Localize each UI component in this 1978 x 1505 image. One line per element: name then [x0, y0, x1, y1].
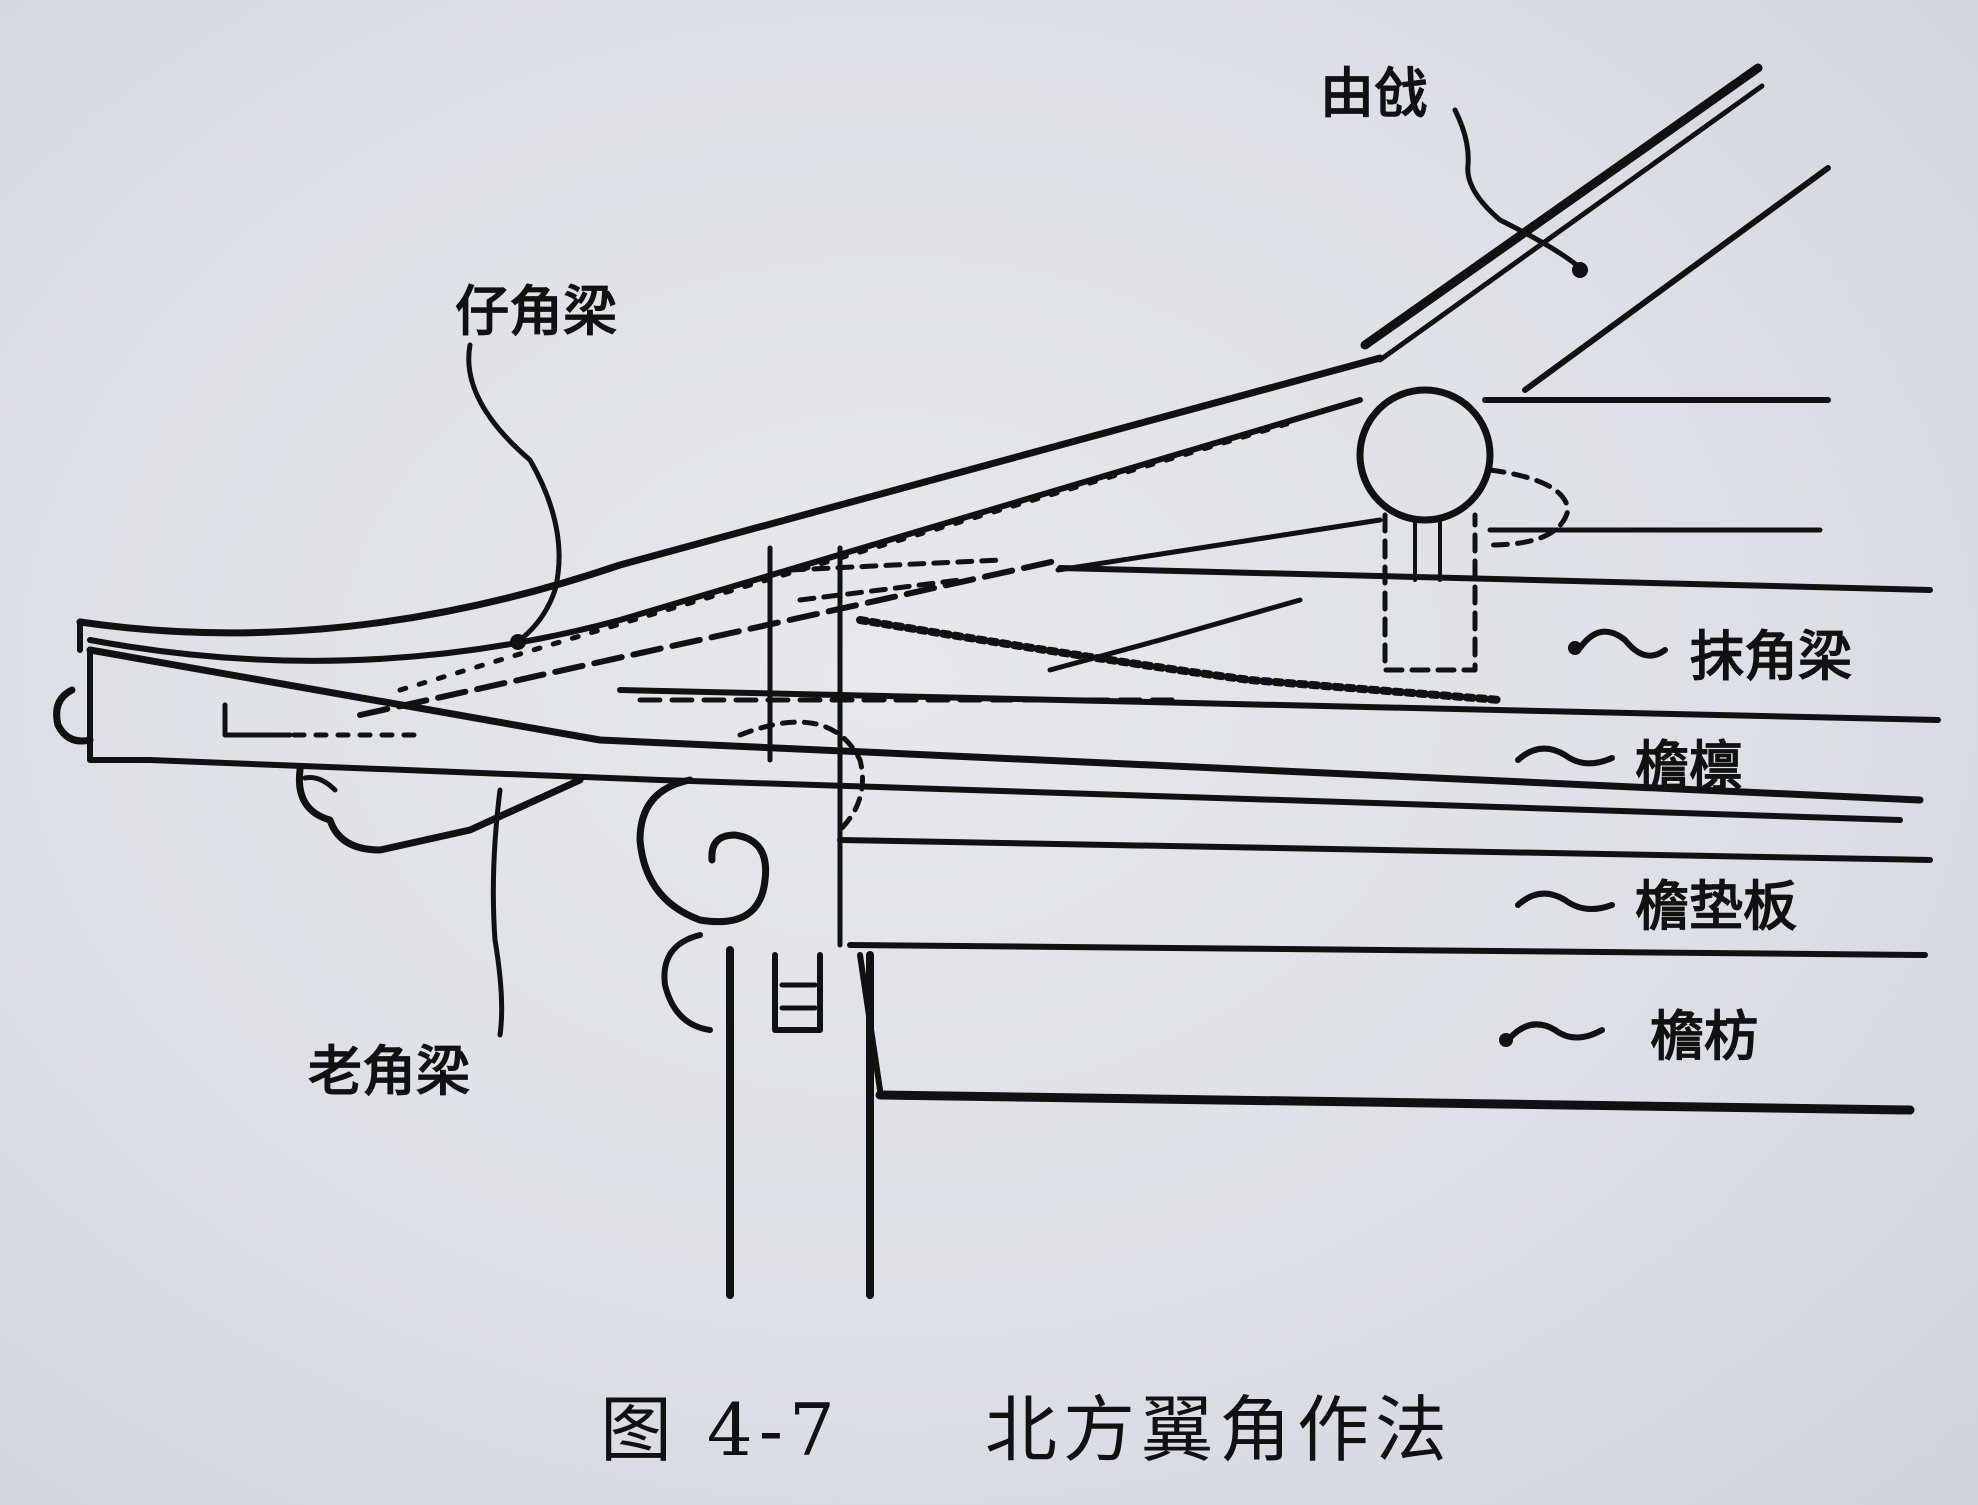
lao-jiao-liang-member: [53, 646, 1924, 854]
label-you-qiang: 由戗: [1320, 62, 1428, 125]
label-yan-lin: 檐檩: [1635, 735, 1743, 798]
label-yan-dian-ban: 檐垫板: [1635, 875, 1797, 938]
figure-title: 北方翼角作法: [985, 1388, 1453, 1472]
label-lao-jiao-liang: 老角梁: [308, 1040, 470, 1103]
figure-number: 图 4-7: [600, 1388, 841, 1472]
label-yan-fang: 檐枋: [1650, 1005, 1758, 1068]
label-mo-jiao-liang: 抹角梁: [1690, 625, 1852, 688]
purlin-end-round: [1356, 386, 1571, 673]
beam-joint-seam: [856, 597, 1504, 704]
horizontal-members: [617, 397, 1941, 1115]
column: [726, 946, 883, 1299]
you-qiang-member: [1360, 63, 1831, 393]
label-zi-jiao-liang: 仔角梁: [455, 280, 617, 343]
leader-lines: [466, 107, 1668, 1047]
bracket-scroll: [636, 719, 865, 1033]
zi-jiao-liang-member: [76, 354, 1384, 718]
